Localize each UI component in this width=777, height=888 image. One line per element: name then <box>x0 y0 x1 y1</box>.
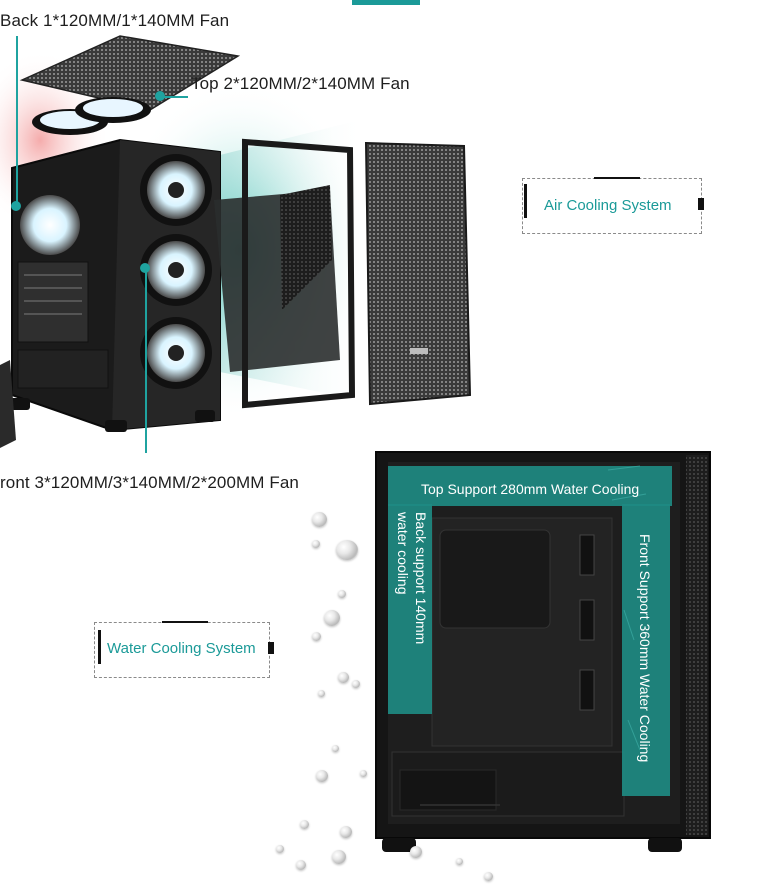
water-droplet <box>332 745 339 752</box>
water-droplet <box>300 820 309 829</box>
top-fan-callout-dot <box>155 91 165 101</box>
water-droplet <box>484 872 493 881</box>
water-droplet <box>312 540 320 548</box>
water-droplet <box>296 860 306 870</box>
top-support-label: Top Support 280mm Water Cooling <box>421 481 640 497</box>
water-droplet <box>338 590 346 598</box>
front-fan-leader-line <box>145 268 147 453</box>
water-droplet <box>332 850 346 864</box>
water-cooling-case <box>375 451 711 852</box>
water-droplet <box>324 610 340 626</box>
air-cooling-heading: Air Cooling System <box>518 174 706 236</box>
water-droplet <box>340 826 352 838</box>
front-support-label: Front Support 360mm Water Cooling <box>637 534 653 763</box>
top-fan-leader-line <box>162 96 188 98</box>
water-cooling-title: Water Cooling System <box>107 640 256 657</box>
water-droplet <box>276 845 284 853</box>
water-droplet <box>312 512 327 527</box>
water-droplet <box>410 846 422 858</box>
back-support-label-line2: water cooling <box>395 512 411 595</box>
water-droplet <box>352 680 360 688</box>
case-frame <box>0 138 221 448</box>
water-droplet <box>316 770 328 782</box>
air-cooling-title: Air Cooling System <box>544 197 672 214</box>
back-support-label-line1: Back support 140mm <box>413 512 429 645</box>
back-fan-callout-dot <box>11 201 21 211</box>
water-droplet <box>318 690 325 697</box>
water-droplet <box>312 632 321 641</box>
front-fan-callout-dot <box>140 263 150 273</box>
water-droplet <box>360 770 367 777</box>
water-droplet <box>336 540 358 560</box>
water-cooling-heading: Water Cooling System <box>90 618 276 680</box>
front-fan-label: ront 3*120MM/3*140MM/2*200MM Fan <box>0 473 299 492</box>
water-droplet <box>456 858 463 865</box>
back-fan-leader-line <box>16 36 18 206</box>
water-droplet <box>338 672 349 683</box>
back-fan-label: Back 1*120MM/1*140MM Fan <box>0 11 230 30</box>
accent-top-bar <box>352 0 420 5</box>
top-fans <box>32 97 151 135</box>
top-fan-label: Top 2*120MM/2*140MM Fan <box>191 74 410 93</box>
